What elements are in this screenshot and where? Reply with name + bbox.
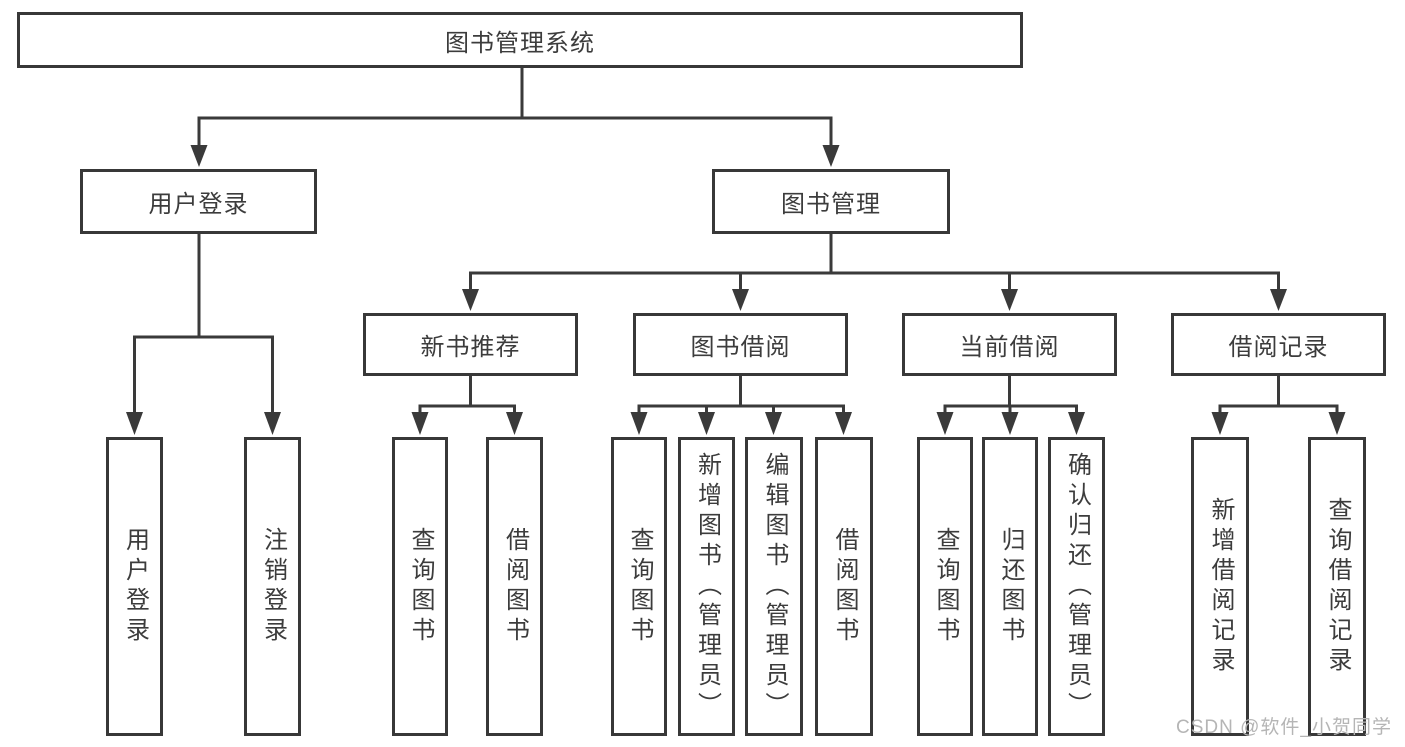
node-library-management-system: 图书管理系统 [17, 12, 1023, 68]
connector-records-to-leaves [1218, 376, 1339, 416]
connector-root-to-level2 [197, 67, 833, 150]
node-label: 当前借阅 [959, 334, 1060, 361]
arrow-down-icon [1001, 412, 1019, 435]
arrow-down-icon [506, 412, 523, 435]
node-book-borrowing: 图书借阅 [633, 313, 848, 376]
node-label: 图书借阅 [690, 334, 791, 361]
node-leaf-borrow-books-1: 借阅图书 [486, 437, 543, 736]
node-leaf-add-books-admin: 新增图书（管理员） [678, 437, 735, 736]
node-leaf-confirm-return-admin: 确认归还（管理员） [1048, 437, 1105, 736]
node-label: 借阅图书 [501, 526, 529, 647]
node-current-borrowing: 当前借阅 [902, 313, 1117, 376]
node-leaf-logout: 注销登录 [244, 437, 301, 736]
connector-userlogin-to-leaves [133, 234, 274, 416]
node-label: 编辑图书（管理员） [761, 451, 788, 722]
arrow-down-icon [1328, 412, 1346, 435]
node-label: 借阅记录 [1228, 334, 1329, 361]
node-book-management: 图书管理 [712, 169, 950, 234]
arrow-down-icon [765, 412, 782, 435]
node-label: 确认归还（管理员） [1063, 451, 1091, 722]
arrow-down-icon [1270, 289, 1287, 311]
node-label: 查询图书 [626, 526, 653, 647]
arrow-down-icon [126, 412, 143, 435]
node-new-book-recommendation: 新书推荐 [363, 313, 578, 376]
node-leaf-query-books-3: 查询图书 [917, 437, 973, 736]
arrow-down-icon [1001, 289, 1018, 311]
node-label: 查询图书 [407, 526, 434, 647]
node-leaf-add-borrow-record: 新增借阅记录 [1191, 437, 1249, 736]
arrow-down-icon [190, 145, 208, 167]
node-label: 查询图书 [932, 526, 959, 647]
node-leaf-return-books: 归还图书 [982, 437, 1038, 736]
node-leaf-query-borrow-record: 查询借阅记录 [1308, 437, 1366, 736]
connector-borrow-to-leaves [637, 376, 845, 416]
node-label: 新增图书（管理员） [693, 451, 721, 722]
arrow-down-icon [698, 412, 715, 435]
node-label: 新增借阅记录 [1207, 496, 1234, 677]
arrow-down-icon [1211, 412, 1229, 435]
connector-bookmgmt-to-level3 [469, 234, 1280, 293]
connector-current-to-leaves [943, 376, 1078, 416]
csdn-watermark: CSDN @软件_小贺同学 [1176, 717, 1392, 738]
node-label: 借阅图书 [831, 526, 858, 647]
node-label: 查询借阅记录 [1324, 496, 1351, 677]
node-label: 用户登录 [148, 191, 249, 218]
node-label: 用户登录 [121, 526, 149, 647]
node-leaf-query-books-1: 查询图书 [392, 437, 448, 736]
node-label: 图书管理 [781, 191, 881, 218]
node-borrowing-records: 借阅记录 [1171, 313, 1386, 376]
node-leaf-borrow-books-2: 借阅图书 [815, 437, 873, 736]
arrow-down-icon [1068, 412, 1085, 435]
arrow-down-icon [264, 412, 281, 435]
node-label: 注销登录 [259, 526, 287, 647]
node-leaf-query-books-2: 查询图书 [611, 437, 667, 736]
arrow-down-icon [732, 289, 749, 311]
arrow-down-icon [630, 412, 648, 435]
arrow-down-icon [835, 412, 852, 435]
connector-newbook-to-leaves [418, 376, 516, 416]
arrow-down-icon [822, 145, 840, 167]
node-leaf-user-login: 用户登录 [106, 437, 163, 736]
node-label: 新书推荐 [420, 334, 521, 361]
arrowheads [126, 145, 1346, 435]
node-label: 图书管理系统 [445, 29, 595, 57]
node-leaf-edit-books-admin: 编辑图书（管理员） [745, 437, 803, 736]
node-label: 归还图书 [997, 526, 1024, 647]
arrow-down-icon [462, 289, 479, 311]
arrow-down-icon [411, 412, 429, 435]
node-user-login: 用户登录 [80, 169, 317, 234]
arrow-down-icon [936, 412, 954, 435]
